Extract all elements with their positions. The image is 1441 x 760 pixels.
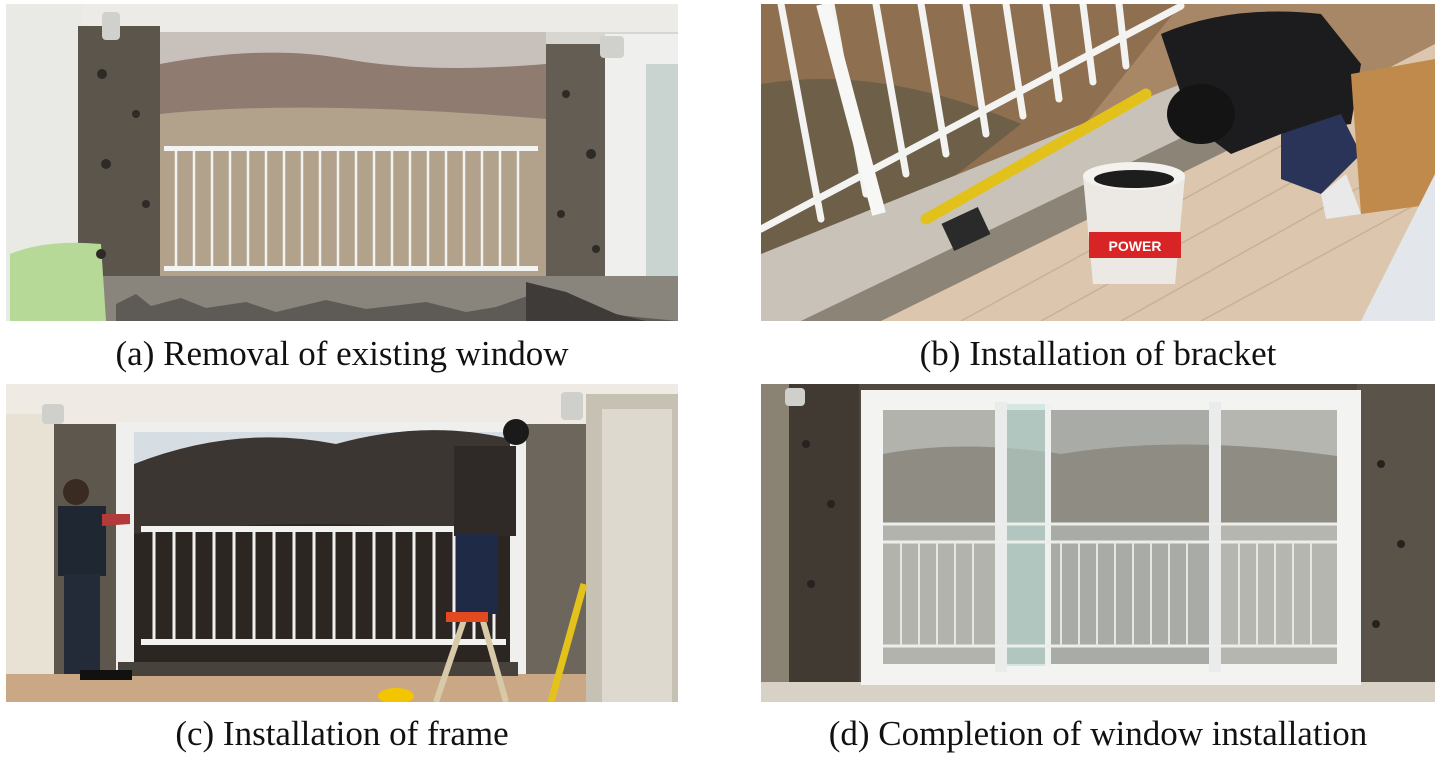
photo-installation-of-frame [6,384,678,702]
photo-c-illustration [6,384,678,702]
photo-installation-of-bracket: POWER [761,4,1435,321]
caption-a: (a) Removal of existing window [115,334,569,373]
photo-a-illustration [6,4,678,321]
caption-c: (c) Installation of frame [175,714,509,753]
photo-completion-of-window-installation [761,384,1435,702]
photo-d-illustration [761,384,1435,702]
caption-b: (b) Installation of bracket [919,334,1277,373]
bucket-label: POWER [1109,238,1162,254]
photo-b-illustration: POWER [761,4,1435,321]
caption-d: (d) Completion of window installation [828,714,1368,753]
photo-removal-of-existing-window [6,4,678,321]
